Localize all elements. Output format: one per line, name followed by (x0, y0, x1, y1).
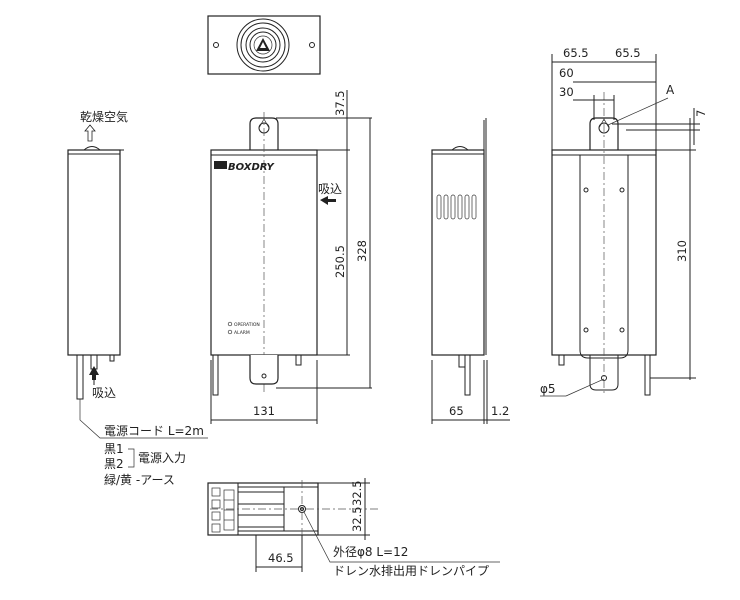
dim-32-5-bottom: 32.5 (350, 506, 364, 532)
dim-328: 328 (355, 240, 369, 262)
dim-250-5: 250.5 (333, 245, 347, 278)
intake-arrow-icon (89, 366, 99, 375)
dim-65-5-left: 65.5 (563, 46, 589, 60)
dim-65-5-right: 65.5 (615, 46, 641, 60)
alarm-led-label: ALARM (234, 330, 250, 336)
front-view: BOXDRY OPERATION ALARM 吸込 37.5 250.5 328… (210, 90, 372, 424)
dim-46-5: 46.5 (268, 551, 294, 565)
rear-view: 65.5 65.5 60 30 A 7 310 φ5 (540, 46, 708, 397)
top-view (207, 15, 321, 75)
power-cord-label: 電源コード L=2m (104, 424, 204, 438)
right-side-view: 65 1.2 (431, 118, 510, 424)
intake-arrow-right-icon (320, 196, 336, 205)
earth-label: 緑/黄 -アース (104, 472, 175, 487)
dry-air-label: 乾燥空気 (80, 109, 128, 124)
dim-1-2: 1.2 (491, 404, 509, 418)
drain-pipe-label: ドレン水排出用ドレンパイプ (333, 564, 489, 578)
fan-icon (236, 18, 290, 72)
intake-label-left: 吸込 (92, 386, 116, 400)
dim-60: 60 (559, 66, 574, 80)
intake-label-front: 吸込 (318, 182, 342, 196)
hole-a-label: A (666, 83, 675, 97)
drain-size-label: 外径φ8 L=12 (333, 545, 408, 559)
black1-label: 黒1 (104, 442, 124, 456)
dim-65: 65 (449, 404, 464, 418)
dim-37-5: 37.5 (333, 90, 347, 116)
dim-310: 310 (675, 240, 689, 262)
power-input-label: 電源入力 (138, 451, 186, 465)
hole-dia-label: φ5 (540, 382, 556, 396)
black2-label: 黒2 (104, 457, 124, 471)
dim-131: 131 (253, 404, 275, 418)
bottom-view: 32.5 32.5 46.5 外径φ8 L=12 ドレン水排出用ドレンパイプ (207, 478, 500, 578)
brand-logo: BOXDRY (228, 162, 276, 173)
left-side-view: 乾燥空気 吸込 電源コード L=2m 黒1 黒2 電源入力 緑/黄 -アース (67, 109, 208, 487)
operation-led-label: OPERATION (234, 322, 260, 328)
dim-30: 30 (559, 85, 574, 99)
dim-7: 7 (694, 110, 708, 117)
dim-32-5-top: 32.5 (350, 480, 364, 506)
dry-air-arrow-icon (84, 124, 96, 142)
